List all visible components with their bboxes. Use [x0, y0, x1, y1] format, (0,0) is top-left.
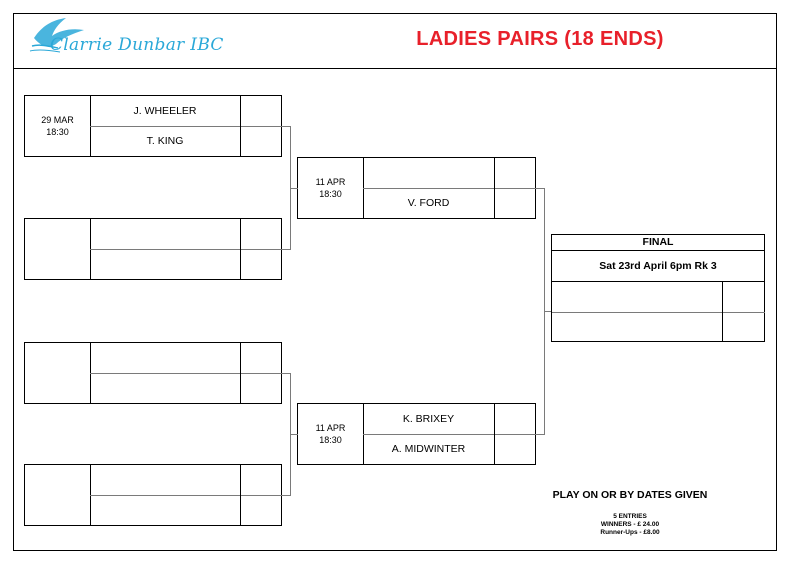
final-match: FINAL Sat 23rd April 6pm Rk 3 [551, 234, 765, 342]
final-date: Sat 23rd April 6pm Rk 3 [552, 250, 764, 282]
final-player-b [552, 312, 722, 343]
round2-match-1: 11 APR 18:30 V. FORD [297, 157, 536, 219]
match-time: 18:30 [319, 189, 342, 199]
bracket-connector [282, 126, 290, 127]
player-b-name: A. MIDWINTER [391, 443, 466, 455]
final-score-cells [722, 281, 765, 342]
header-divider [13, 68, 777, 69]
bracket-connector [282, 495, 290, 496]
round2-match-2: 11 APR 18:30 K. BRIXEY A. MIDWINTER [297, 403, 536, 465]
logo-text: Clarrie Dunbar IBC [50, 35, 224, 55]
player-a-name [90, 343, 240, 374]
round1-match-3 [24, 342, 282, 404]
player-a-name: J. WHEELER [90, 96, 240, 127]
score-cells [240, 465, 282, 525]
page-frame [13, 13, 777, 551]
bracket-connector [544, 311, 552, 312]
match-datetime: 29 MAR 18:30 [25, 96, 91, 156]
score-cells [494, 158, 536, 218]
bracket-connector [290, 188, 298, 189]
match-time: 18:30 [319, 435, 342, 445]
player-a-name [363, 158, 494, 189]
match-date: 29 MAR [41, 115, 74, 125]
winners-prize: WINNERS - £ 24.00 [600, 521, 660, 528]
club-logo: Clarrie Dunbar IBC [28, 16, 278, 66]
round1-match-2 [24, 218, 282, 280]
player-b-name: V. FORD [407, 197, 450, 209]
player-a-name [90, 465, 240, 496]
bracket-connector [536, 434, 544, 435]
player-a-name [90, 219, 240, 250]
player-b-name [90, 249, 240, 279]
score-cells [240, 343, 282, 403]
score-cells [240, 219, 282, 279]
match-time: 18:30 [46, 127, 69, 137]
score-cells [494, 404, 536, 464]
round1-match-4 [24, 464, 282, 526]
match-datetime: 11 APR 18:30 [298, 404, 364, 464]
player-b-name [90, 373, 240, 403]
entries-count: 5 ENTRIES [613, 513, 647, 520]
final-player-a [552, 281, 722, 313]
player-b-name [90, 495, 240, 525]
bracket-connector [282, 249, 290, 250]
match-date: 11 APR [315, 177, 346, 187]
runner-up-prize: Runner-Ups - £8.00 [600, 529, 660, 536]
match-datetime: 11 APR 18:30 [298, 158, 364, 218]
player-b-name: T. KING [146, 135, 184, 147]
bracket-connector [290, 434, 298, 435]
play-by-dates-note: PLAY ON OR BY DATES GIVEN [552, 489, 708, 501]
match-date: 11 APR [315, 423, 346, 433]
score-cells [240, 96, 282, 156]
dove-logo-icon [29, 18, 84, 53]
bracket-connector [282, 373, 290, 374]
match-datetime [25, 343, 91, 403]
bracket-connector [536, 188, 544, 189]
player-a-name: K. BRIXEY [363, 404, 494, 435]
round1-match-1: 29 MAR 18:30 J. WHEELER T. KING [24, 95, 282, 157]
match-datetime [25, 219, 91, 279]
match-datetime [25, 465, 91, 525]
final-title: FINAL [552, 235, 764, 251]
page-title: LADIES PAIRS (18 ENDS) [416, 28, 664, 50]
